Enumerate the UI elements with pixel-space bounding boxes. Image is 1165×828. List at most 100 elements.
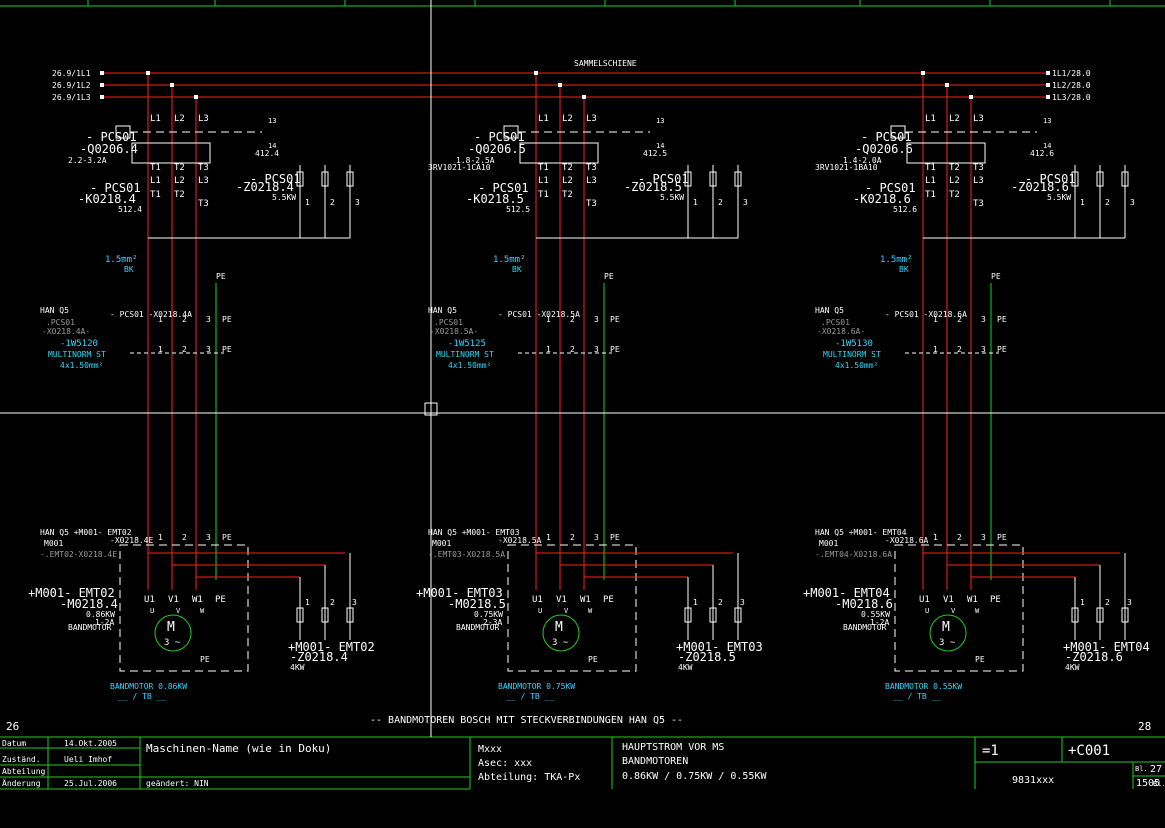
column-tb: __ / TB __: [506, 692, 554, 701]
heater-kw: 5.5KW: [660, 193, 684, 202]
machine-name[interactable]: Maschinen-Name (wie in Doku): [146, 742, 331, 755]
busbar-right-l2: 1L2/28.0: [1052, 81, 1091, 90]
abteilung-label: Abteilung: [2, 767, 46, 776]
motor-heater-tag-1: +M001- EMT04: [1063, 640, 1150, 654]
motor-u: U: [925, 607, 929, 615]
heater-pin-1: 1: [1080, 198, 1085, 207]
breaker-phase-l2: L2: [949, 114, 960, 124]
breaker-phase-l2: L2: [562, 114, 573, 124]
next-sheet-number[interactable]: 28: [1138, 720, 1151, 733]
motor-pe-term: PE: [603, 595, 614, 605]
han-top-pin_2: 2: [957, 315, 962, 324]
han-sub: -X0218.5A-: [430, 327, 478, 336]
han-top-pin_3: 3: [981, 315, 986, 324]
heater-element-3: [1121, 171, 1129, 187]
motor-tag-2: -M0218.4: [60, 597, 118, 611]
breaker-phase-l3: L3: [973, 114, 984, 124]
motor-heater-pin-2: 2: [718, 598, 723, 607]
motor-v1: V1: [943, 595, 954, 605]
aux-contact-13: 13: [1043, 117, 1051, 125]
column-tb: __ / TB __: [118, 692, 166, 701]
contactor-pcs: - PCS01: [90, 181, 141, 195]
motor-u: U: [150, 607, 154, 615]
han-x-tag: - PCS01 -X0218.5A: [498, 310, 580, 319]
breaker-pcs: - PCS01: [861, 130, 912, 144]
han-mid-pin_1: 1: [158, 345, 163, 354]
multinorm: MULTINORM ST: [48, 350, 106, 359]
busbar-left-l3: 26.9/1L3: [52, 93, 91, 102]
aux-contact-14: 14: [268, 142, 276, 150]
motor-pe-term: PE: [215, 595, 226, 605]
contactor-phase-l3: L3: [586, 176, 597, 186]
contactor-t3: T3: [198, 199, 209, 209]
han-mid-pin_3: 3: [594, 345, 599, 354]
pe-bot-han: PE: [610, 533, 620, 542]
abteilung-value: Abteilung: TKA-Px: [478, 772, 580, 783]
breaker-tag: -Q0206.5: [468, 142, 526, 156]
motor-v1: V1: [556, 595, 567, 605]
motor-kw: 0.86KW: [86, 610, 115, 619]
breaker-range: 1.8-2.5A: [456, 156, 495, 165]
motor-u1: U1: [532, 595, 543, 605]
breaker-phase-l1: L1: [150, 114, 161, 124]
bottom-caption: -- BANDMOTOREN BOSCH MIT STECKVERBINDUNG…: [370, 715, 683, 726]
han-sub: -X0218.4A-: [42, 327, 90, 336]
cable-cross: 4x1.50mm²: [448, 361, 491, 370]
han-top-pin_1: 1: [933, 315, 938, 324]
breaker-tag: -Q0206.6: [855, 142, 913, 156]
motor-bandmotor: BANDMOTOR: [68, 623, 112, 632]
cable-cross: 4x1.50mm²: [60, 361, 103, 370]
motor-heater-element-2: [1096, 607, 1104, 623]
contactor-t1: T1: [925, 190, 936, 200]
han-bot-pin_3: 3: [206, 533, 211, 542]
han-bot-pin_1: 1: [933, 533, 938, 542]
pe-mid-han: PE: [222, 345, 232, 354]
cable-size: 1.5mm²: [105, 255, 138, 265]
heater-kw: 5.5KW: [1047, 193, 1071, 202]
contactor-tag: -K0218.4: [78, 192, 136, 206]
motor-pe: PE: [588, 655, 598, 664]
zustand-value: Ueli Imhof: [64, 755, 112, 764]
bl-label: Bl.: [1135, 765, 1148, 773]
han-mid-pin_3: 3: [981, 345, 986, 354]
motor-han: HAN Q5 +M001- EMT02: [40, 528, 132, 537]
breaker-phase-l3: L3: [586, 114, 597, 124]
breaker-body: [906, 142, 986, 164]
heater-element-3: [734, 171, 742, 187]
han-top-pin_3: 3: [594, 315, 599, 324]
busbar-left-l2: 26.9/1L2: [52, 81, 91, 90]
motor-box: [507, 544, 637, 672]
crosshair-cursor[interactable]: [0, 0, 1165, 737]
motor-heater-pin-2: 2: [1105, 598, 1110, 607]
aux-contact-14: 14: [1043, 142, 1051, 150]
motor-emt-sub: -.EMT02-X0218.4E: [40, 550, 117, 559]
motor-symbol: [154, 614, 192, 652]
title-line-2: BANDMOTOREN: [622, 756, 688, 767]
pe-bot-han: PE: [222, 533, 232, 542]
motor-tag-2: -M0218.6: [835, 597, 893, 611]
motor-bandmotor: BANDMOTOR: [456, 623, 500, 632]
contactor-phase-l3: L3: [198, 176, 209, 186]
motor-han-sub: -X0218.5A: [498, 536, 542, 545]
pe-top: PE: [991, 272, 1001, 281]
motor-tag-1: +M001- EMT04: [803, 586, 890, 600]
bus-tap-2: [558, 83, 562, 87]
contactor-t2: T2: [174, 190, 185, 200]
contactor-tag: -K0218.6: [853, 192, 911, 206]
motor-tag-1: +M001- EMT02: [28, 586, 115, 600]
motor-w1: W1: [580, 595, 591, 605]
column-footer: BANDMOTOR 0.86KW: [110, 682, 187, 691]
heater-element-1: [684, 171, 692, 187]
motor-heater-pin-1: 1: [693, 598, 698, 607]
breaker-t2: T2: [174, 163, 185, 173]
heater-element-2: [321, 171, 329, 187]
han-top-pin_3: 3: [206, 315, 211, 324]
han-pcs-small: .PCS01: [434, 318, 463, 327]
motor-u1: U1: [144, 595, 155, 605]
breaker-pcs: - PCS01: [474, 130, 525, 144]
motor-v: V: [176, 607, 181, 615]
motor-heater-pin-2: 2: [330, 598, 335, 607]
prev-sheet-number[interactable]: 26: [6, 720, 19, 733]
